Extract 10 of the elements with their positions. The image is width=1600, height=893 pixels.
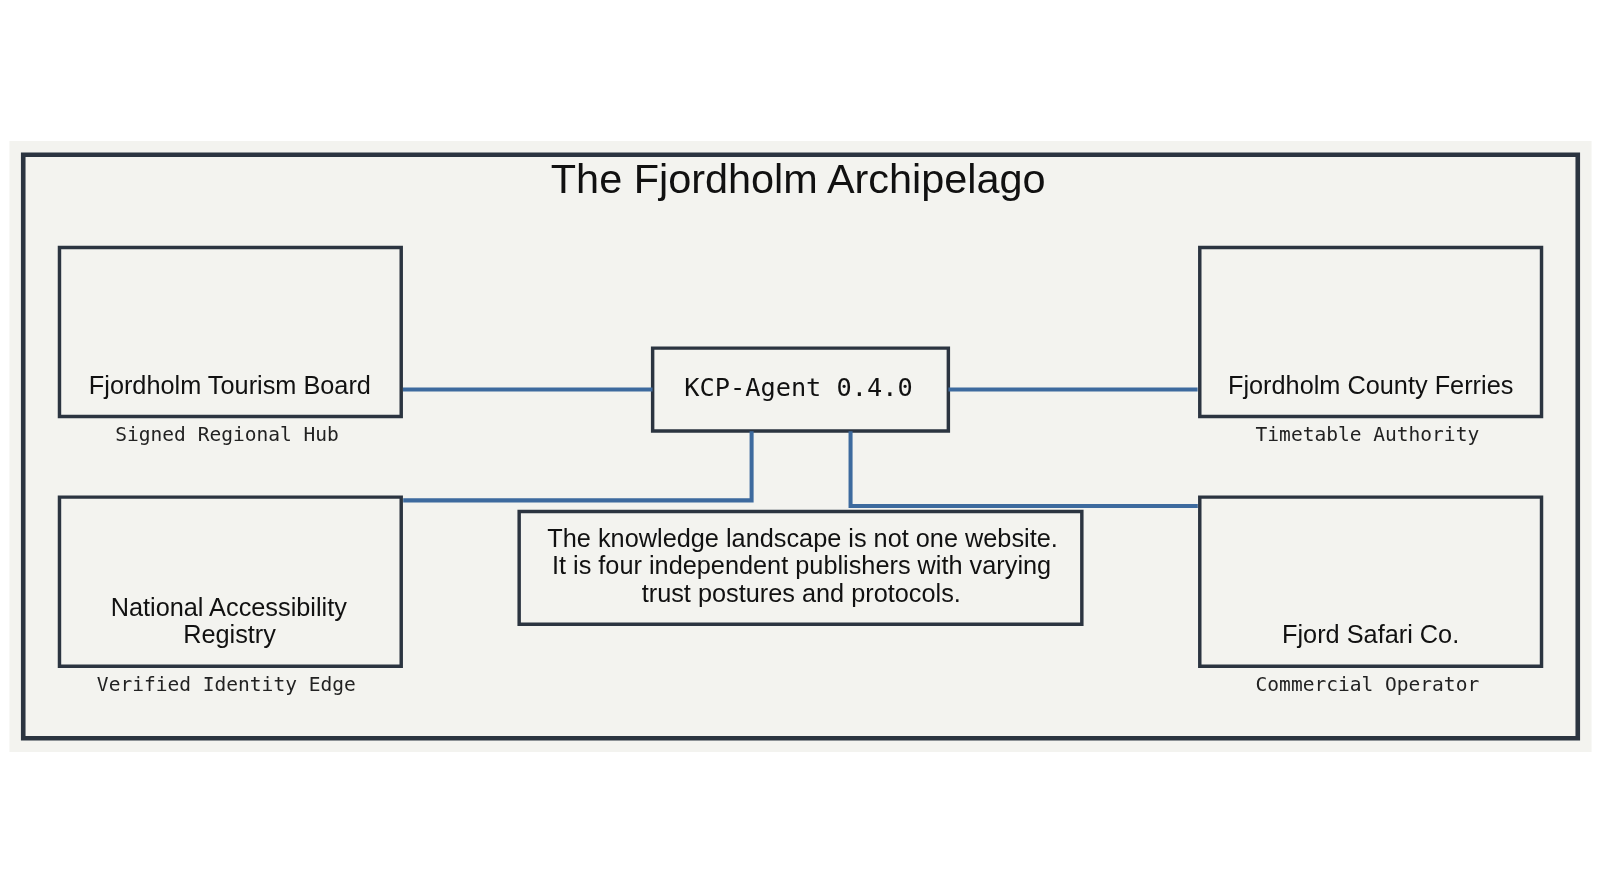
- node-label: Verified Identity Edge: [96, 672, 356, 696]
- node-box: KCP-Agent 0.4.0: [650, 346, 950, 433]
- connector: [848, 431, 1198, 508]
- node-label: Signed Regional Hub: [114, 422, 339, 446]
- connector: [402, 387, 653, 392]
- connector: [947, 387, 1198, 392]
- connector: [402, 431, 754, 503]
- node-label: Timetable Authority: [1255, 422, 1479, 446]
- node-box: The knowledge landscape is not one website. It is four independent publishers with varying trust postures and protocols.: [516, 509, 1084, 626]
- node-label: Commercial Operator: [1255, 672, 1479, 696]
